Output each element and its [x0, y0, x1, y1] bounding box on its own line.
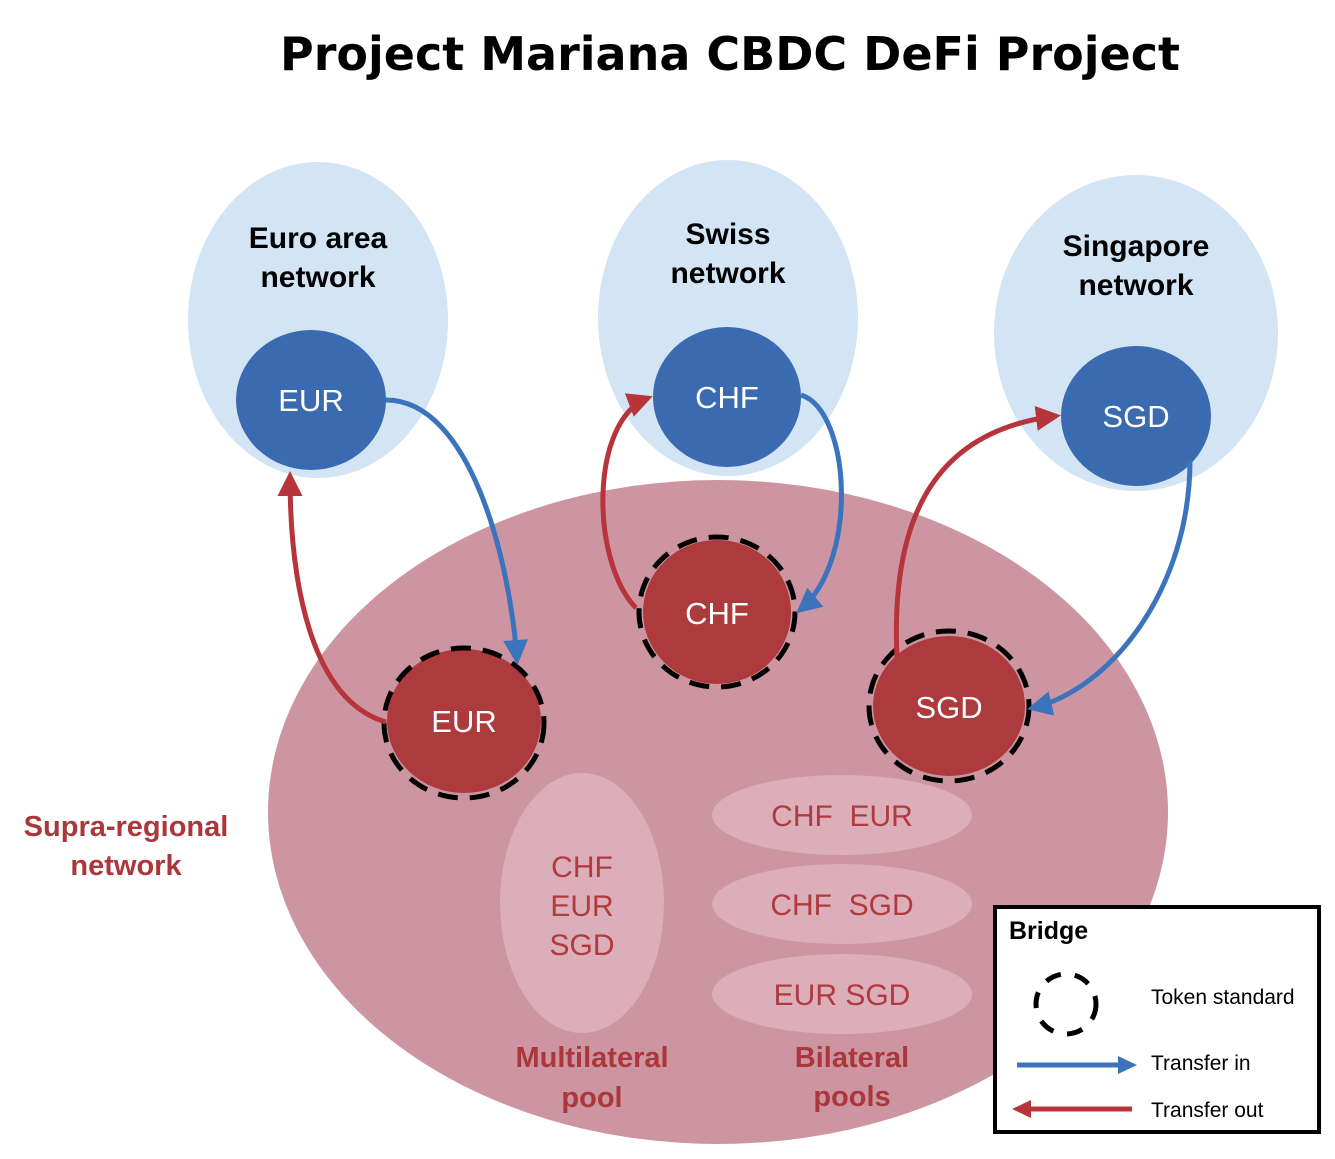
- token-eur-supra: EUR: [381, 645, 547, 801]
- transfer-in-arrow-eur: [385, 397, 529, 665]
- dashed-circle-icon: [1033, 971, 1099, 1037]
- singapore-network-label-2: network: [1078, 269, 1193, 302]
- token-chf-domestic: CHF: [653, 327, 801, 467]
- multilateral-currency: EUR: [550, 890, 613, 923]
- supra-regional-label-2: network: [70, 850, 182, 882]
- legend-label-transfer-in: Transfer in: [1151, 1052, 1251, 1075]
- bilateral-pools-label-1: Bilateral: [795, 1042, 909, 1074]
- legend-box: [993, 905, 1321, 1134]
- transfer-in-arrow-sgd: [1027, 459, 1193, 716]
- legend-label-transfer-out: Transfer out: [1151, 1099, 1264, 1122]
- bilateral-pool-area: [712, 864, 972, 944]
- multilateral-pool: CHF EUR SGD Multilateral pool: [500, 773, 669, 1114]
- swiss-network-label-2: network: [670, 257, 785, 290]
- bilateral-pool-area: [712, 954, 972, 1034]
- bilateral-pool-pair: CHF SGD: [770, 889, 913, 922]
- euro-network-label-2: network: [260, 261, 375, 294]
- transfer-out-arrow-eur: [277, 471, 387, 725]
- multilateral-currency: SGD: [549, 929, 614, 962]
- multilateral-pool-label-2: pool: [561, 1082, 622, 1114]
- transfer-out-arrow-chf: [600, 393, 653, 610]
- token-sgd-domestic: SGD: [1061, 346, 1211, 486]
- dashed-circle-icon: [636, 534, 798, 690]
- legend-label-token-standard: Token standard: [1151, 986, 1295, 1009]
- token-sgd-domestic-circle: [1061, 346, 1211, 486]
- multilateral-pool-label-1: Multilateral: [515, 1042, 668, 1074]
- multilateral-pool-area: [500, 773, 664, 1033]
- blue-arrow-head-icon: [1118, 1056, 1137, 1074]
- multilateral-currency: CHF: [551, 851, 613, 884]
- transfer-in-arrow-chf: [796, 392, 844, 614]
- token-chf-domestic-label: CHF: [695, 380, 759, 415]
- transfer-out-arrow-sgd: [893, 405, 1061, 659]
- page-title: Project Mariana CBDC DeFi Project: [280, 27, 1180, 81]
- singapore-network-label-1: Singapore: [1063, 230, 1210, 263]
- token-sgd-supra-label: SGD: [915, 690, 982, 725]
- legend-title: Bridge: [1009, 917, 1088, 945]
- red-arrow-head-icon: [1012, 1100, 1031, 1118]
- bilateral-pools-label-2: pools: [813, 1081, 890, 1113]
- bilateral-pool-pair: CHF EUR: [771, 800, 913, 833]
- token-chf-domestic-circle: [653, 327, 801, 467]
- token-eur-domestic: EUR: [236, 330, 386, 470]
- token-eur-domestic-circle: [236, 330, 386, 470]
- token-eur-domestic-label: EUR: [278, 383, 343, 418]
- bilateral-pool-pair: EUR SGD: [774, 979, 911, 1012]
- swiss-network-label-1: Swiss: [685, 218, 770, 251]
- token-eur-supra-circle: [387, 649, 541, 793]
- token-chf-supra-label: CHF: [685, 596, 749, 631]
- token-sgd-supra: SGD: [866, 628, 1032, 784]
- bilateral-pools: CHF EUR CHF SGD EUR SGD Bilateral pools: [712, 775, 972, 1113]
- euro-network-label-1: Euro area: [249, 222, 388, 255]
- bilateral-pool-area: [712, 775, 972, 855]
- token-sgd-domestic-label: SGD: [1102, 399, 1169, 434]
- supra-regional-label-1: Supra-regional: [24, 811, 229, 843]
- legend: Bridge Token standard Transfer in Transf…: [993, 905, 1321, 1134]
- token-chf-supra: CHF: [636, 534, 798, 690]
- token-eur-supra-label: EUR: [431, 704, 496, 739]
- token-sgd-supra-circle: [873, 636, 1025, 776]
- token-chf-supra-circle: [643, 540, 791, 684]
